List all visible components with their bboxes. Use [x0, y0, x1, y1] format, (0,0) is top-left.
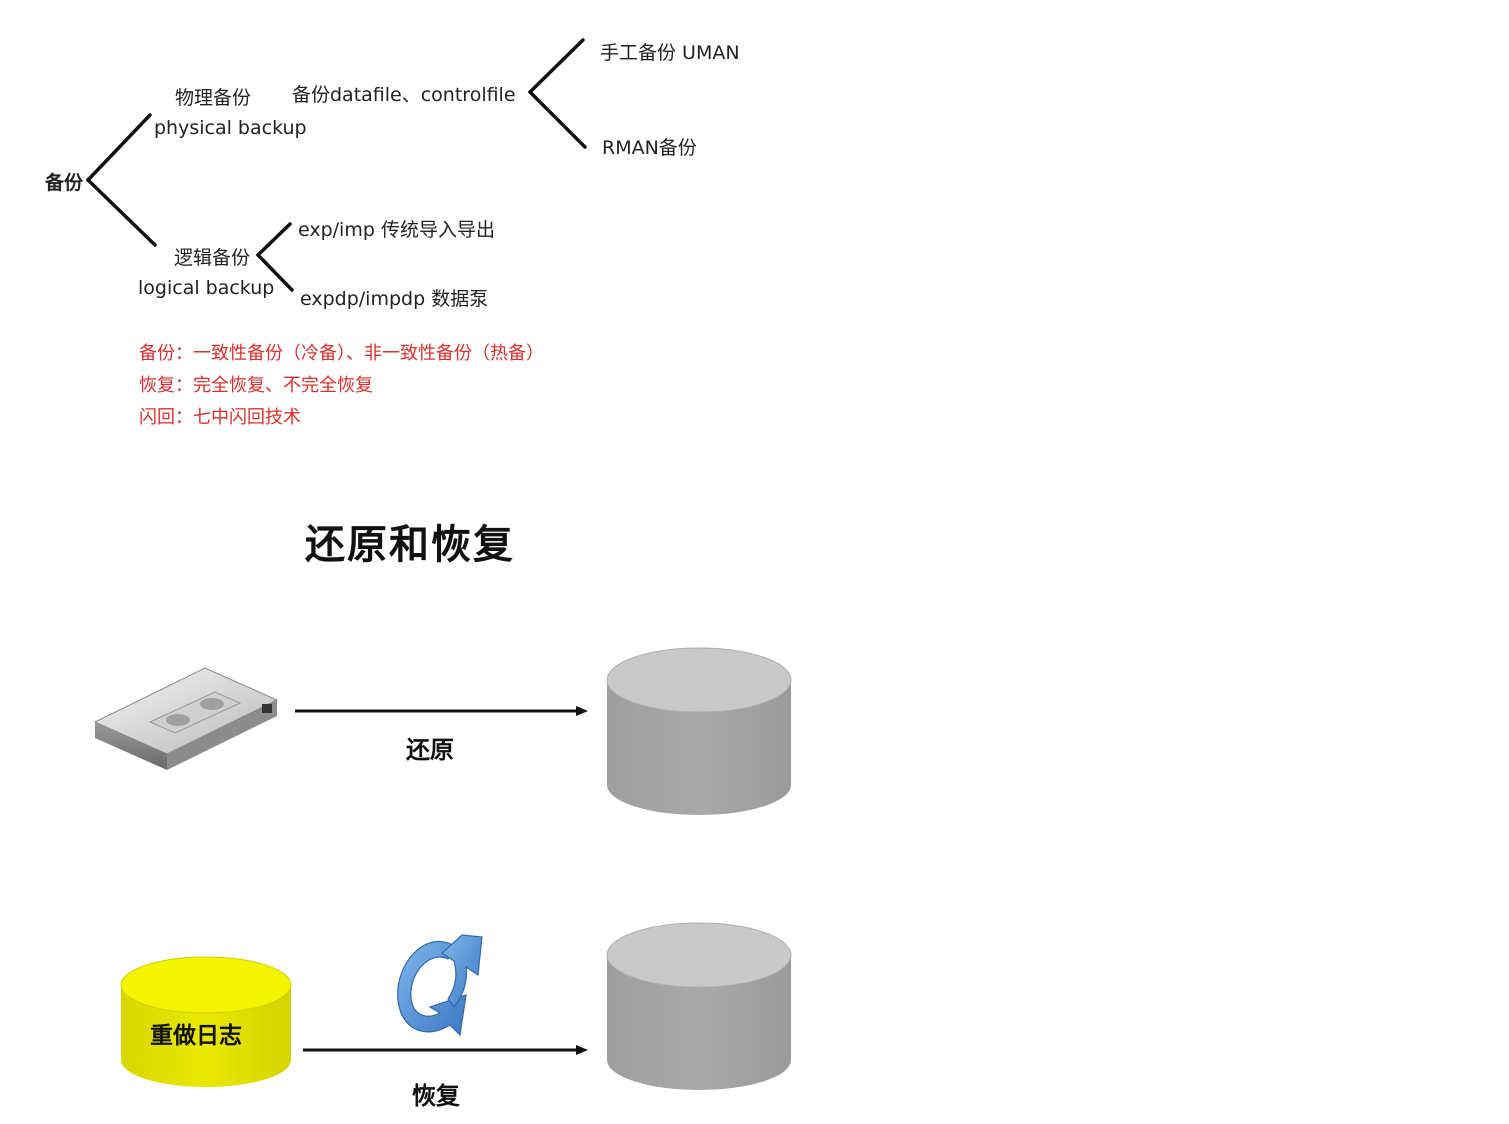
exp-imp: exp/imp 传统导入导出 — [298, 219, 495, 241]
tape-cartridge-icon — [93, 667, 279, 770]
physical-backup-detail: 备份datafile、controlfile — [292, 84, 516, 106]
logical-backup-cn: 逻辑备份 — [174, 247, 251, 269]
note-backup: 备份：一致性备份（冷备）、非一致性备份（热备） — [139, 343, 544, 364]
manual-backup: 手工备份 UMAN — [600, 42, 740, 64]
expdp-impdp: expdp/impdp 数据泵 — [300, 288, 489, 310]
physical-backup-en: physical backup — [154, 117, 307, 139]
refresh-arrow-icon — [397, 934, 483, 1037]
database-cylinder-icon — [606, 647, 792, 815]
rman-backup: RMAN备份 — [602, 137, 697, 159]
redo-log-cylinder-icon — [120, 956, 292, 1087]
mindmap-root: 备份 — [45, 172, 84, 194]
note-recovery: 恢复：完全恢复、不完全恢复 — [139, 375, 373, 396]
logical-backup-en: logical backup — [138, 277, 275, 299]
diagram-title: 还原和恢复 — [305, 522, 515, 568]
restore-label: 还原 — [406, 736, 454, 764]
physical-backup-cn: 物理备份 — [175, 87, 252, 109]
recover-label: 恢复 — [412, 1082, 460, 1110]
database-cylinder-icon-2 — [606, 922, 792, 1090]
note-flashback: 闪回：七中闪回技术 — [139, 407, 301, 428]
redo-log-label: 重做日志 — [150, 1023, 242, 1049]
